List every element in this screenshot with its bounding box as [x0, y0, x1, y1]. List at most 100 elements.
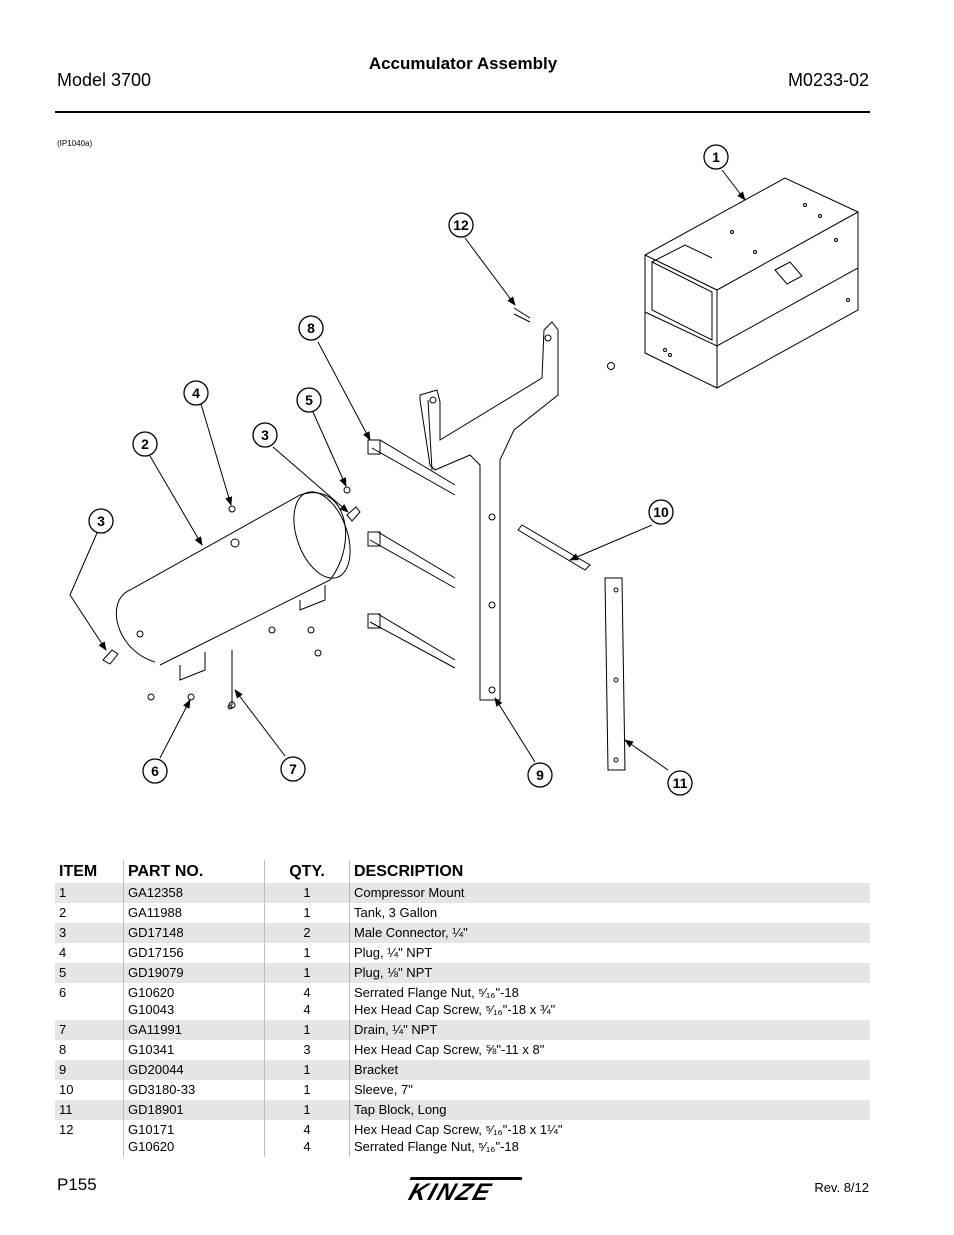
description-cell-line: Serrated Flange Nut, ⁵⁄₁₆"-18 — [354, 1139, 519, 1154]
part-number-cell-line: GD17156 — [128, 945, 184, 960]
callout-8: 8 — [298, 315, 324, 341]
quantity-cell-line: 4 — [303, 985, 311, 1000]
quantity-cell: 1 — [264, 883, 350, 903]
callout-2: 2 — [132, 431, 158, 457]
item-cell: 9 — [55, 1060, 124, 1080]
description-cell-line: Sleeve, 7" — [354, 1082, 413, 1097]
callout-number: 12 — [453, 217, 469, 233]
callout-3: 3 — [88, 508, 114, 534]
callout-12: 12 — [448, 212, 474, 238]
part-number-cell-line: G10341 — [128, 1042, 175, 1057]
quantity-cell-line: 1 — [303, 905, 311, 920]
tank-drawing — [115, 491, 351, 681]
quantity-cell: 2 — [264, 923, 350, 943]
quantity-cell-line: 2 — [303, 925, 311, 940]
quantity-cell: 1 — [264, 963, 350, 983]
kinze-logo: KINZE — [405, 1177, 522, 1205]
description-cell: Bracket — [349, 1060, 870, 1080]
part-number-cell-line: GD19079 — [128, 965, 184, 980]
quantity-cell-line: 4 — [303, 1002, 311, 1017]
table-row: 8 G10341 3 Hex Head Cap Screw, ⅝"-11 x 8" — [55, 1040, 870, 1060]
quantity-cell: 1 — [264, 1080, 350, 1100]
description-cell-line: Serrated Flange Nut, ⁵⁄₁₆"-18 — [354, 985, 519, 1000]
description-cell-line: Plug, ⅛" NPT — [354, 965, 433, 980]
callout-circle — [88, 508, 114, 534]
quantity-cell: 3 — [264, 1040, 350, 1060]
part-number-cell: GD3180-33 — [123, 1080, 265, 1100]
part-number-cell: GD19079 — [123, 963, 265, 983]
item-cell: 3 — [55, 923, 124, 943]
description-cell-line: Male Connector, ¼" — [354, 925, 468, 940]
callout-number: 5 — [305, 392, 313, 408]
callout-circle — [142, 758, 168, 784]
quantity-cell-line: 1 — [303, 1102, 311, 1117]
callout-number: 11 — [673, 775, 688, 791]
part-number-cell-line: G10620 — [128, 1139, 175, 1154]
callout-10: 10 — [648, 499, 674, 525]
part-number-cell-line: GA11991 — [128, 1022, 182, 1037]
callout-circle — [527, 762, 553, 788]
callout-circle — [703, 144, 729, 170]
description-cell-line: Drain, ¼" NPT — [354, 1022, 438, 1037]
callout-number: 4 — [192, 385, 200, 401]
quantity-cell: 1 — [264, 943, 350, 963]
item-cell: 7 — [55, 1020, 124, 1040]
description-cell: Hex Head Cap Screw, ⅝"-11 x 8" — [349, 1040, 870, 1060]
part-number-header: PART NO. — [123, 860, 265, 883]
page-number: P155 — [57, 1175, 97, 1194]
quantity-cell-line: 3 — [303, 1042, 311, 1057]
table-row: 10 GD3180-33 1 Sleeve, 7" — [55, 1080, 870, 1100]
callout-circle — [296, 387, 322, 413]
callout-5: 5 — [296, 387, 322, 413]
quantity-cell-line: 4 — [303, 1139, 311, 1154]
model-label: Model 3700 — [57, 70, 152, 90]
part-number-cell: GD17148 — [123, 923, 265, 943]
page-title: Accumulator Assembly — [368, 54, 558, 73]
description-cell: Sleeve, 7" — [349, 1080, 870, 1100]
item-cell: 11 — [55, 1100, 124, 1120]
part-number-cell-line: GD18901 — [128, 1102, 184, 1117]
quantity-cell: 1 — [264, 903, 350, 923]
description-cell: Hex Head Cap Screw, ⁵⁄₁₆"-18 x 1¼" Serrat… — [349, 1120, 870, 1157]
callout-1: 1 — [703, 144, 729, 170]
quantity-cell-line: 4 — [303, 1122, 311, 1137]
callout-7: 7 — [280, 756, 306, 782]
callout-circle — [667, 770, 693, 796]
callout-9: 9 — [527, 762, 553, 788]
callout-number: 3 — [97, 513, 105, 529]
description-cell: Plug, ⅛" NPT — [349, 963, 870, 983]
description-cell: Tank, 3 Gallon — [349, 903, 870, 923]
header-divider — [55, 111, 870, 113]
callout-4: 4 — [183, 380, 209, 406]
description-cell-line: Hex Head Cap Screw, ⁵⁄₁₆"-18 x 1¼" — [354, 1122, 563, 1137]
callout-number: 2 — [141, 436, 149, 452]
logo-wordmark: KINZE — [405, 1180, 496, 1205]
compressor-mount-drawing — [644, 177, 859, 389]
callout-number: 7 — [289, 761, 297, 777]
callout-number: 8 — [307, 320, 315, 336]
description-cell-line: Bracket — [354, 1062, 399, 1077]
quantity-cell: 1 — [264, 1100, 350, 1120]
description-cell: Male Connector, ¼" — [349, 923, 870, 943]
description-cell: Drain, ¼" NPT — [349, 1020, 870, 1040]
quantity-cell-line: 1 — [303, 945, 311, 960]
part-number-cell: GA12358 — [123, 883, 265, 903]
item-cell: 8 — [59, 1042, 67, 1057]
revision-label: Rev. 8/12 — [814, 1180, 869, 1195]
description-cell: Compressor Mount — [349, 883, 870, 903]
part-number-cell-line: GD3180-33 — [128, 1082, 196, 1097]
quantity-cell: 1 — [264, 1060, 350, 1080]
item-cell: 10 — [59, 1082, 74, 1097]
part-number-cell-line: G10171 — [128, 1122, 175, 1137]
item-cell: 4 — [59, 945, 67, 960]
